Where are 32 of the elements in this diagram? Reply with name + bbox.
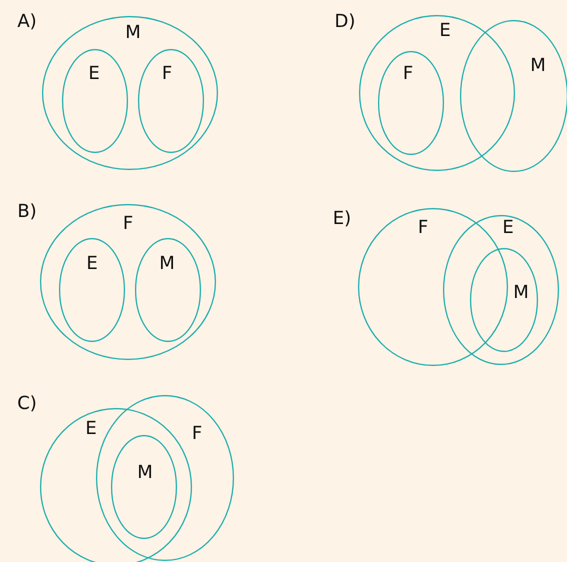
set-ellipse	[96, 395, 234, 561]
set-label: F	[122, 215, 134, 233]
set-ellipse	[138, 49, 204, 153]
set-label: F	[192, 425, 202, 443]
set-label: F	[162, 65, 172, 83]
set-ellipse	[135, 238, 201, 342]
set-ellipse	[111, 435, 177, 539]
set-ellipse	[470, 248, 538, 352]
set-ellipse	[62, 49, 128, 153]
set-ellipse	[378, 51, 444, 155]
set-label: E	[85, 420, 97, 438]
set-label: M	[137, 464, 153, 482]
set-label: E	[439, 22, 451, 40]
set-label: M	[159, 255, 175, 273]
set-label: M	[530, 57, 546, 75]
option-letter: E)	[332, 210, 352, 228]
set-label: E	[502, 219, 514, 237]
set-label: M	[513, 284, 529, 302]
set-label: E	[86, 255, 98, 273]
option-letter: B)	[17, 203, 37, 221]
set-ellipse	[40, 204, 216, 360]
option-letter: A)	[17, 13, 37, 31]
set-ellipse	[42, 16, 218, 170]
set-label: E	[88, 65, 100, 83]
set-label: M	[125, 24, 141, 42]
set-ellipse	[59, 238, 125, 342]
option-letter: C)	[17, 395, 37, 413]
option-letter: D)	[334, 13, 356, 31]
set-label: F	[402, 65, 414, 83]
set-ellipse	[359, 15, 515, 171]
set-label: F	[418, 219, 428, 237]
set-ellipse	[443, 215, 559, 365]
